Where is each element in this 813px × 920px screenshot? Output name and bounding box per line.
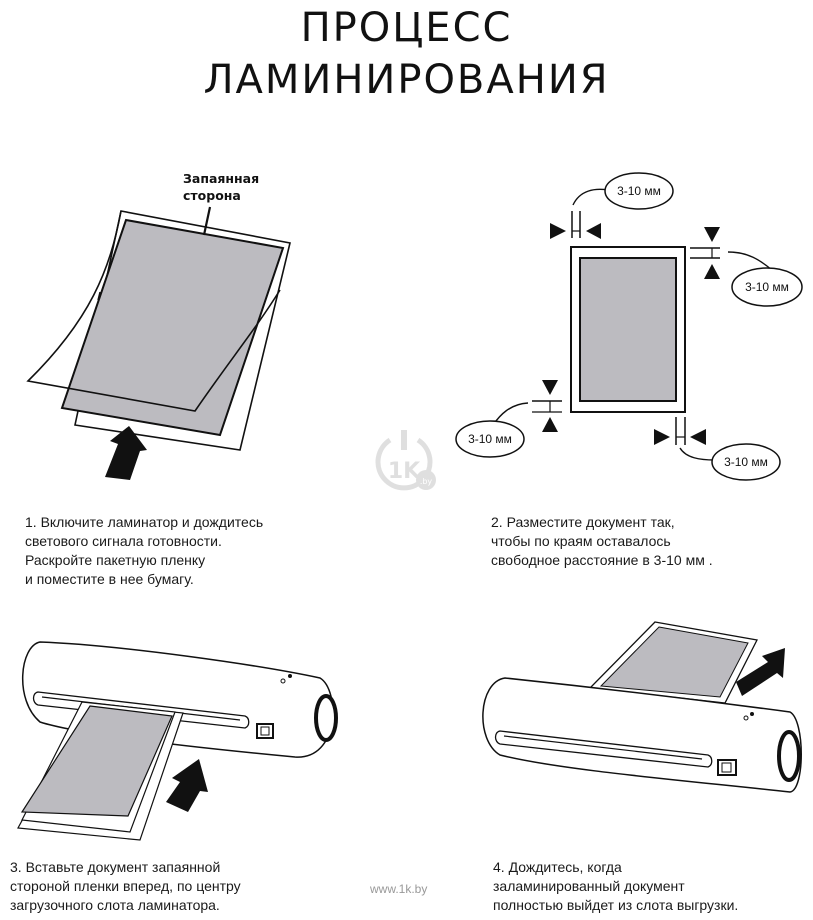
step4-caption: 4. Дождитесь, когда заламинированный док… bbox=[493, 859, 739, 913]
margin-label-right: 3-10 мм bbox=[745, 280, 789, 294]
watermark-logo-icon: 1K .by bbox=[375, 430, 436, 491]
step2-caption: 2. Разместите документ так, чтобы по кра… bbox=[491, 514, 713, 568]
arrow-up-icon bbox=[736, 648, 785, 696]
arrow-up-icon bbox=[166, 759, 208, 812]
arrow-up-icon bbox=[105, 426, 147, 480]
svg-text:.by: .by bbox=[420, 477, 433, 486]
title-line-1: ПРОЦЕСС bbox=[300, 5, 513, 51]
watermark-text: www.1k.by bbox=[370, 882, 428, 896]
svg-text:1K: 1K bbox=[388, 459, 421, 484]
margin-label-top: 3-10 мм bbox=[617, 184, 661, 198]
title-line-2: ЛАМИНИРОВАНИЯ bbox=[203, 57, 610, 103]
step1-caption: 1. Включите ламинатор и дождитесь светов… bbox=[25, 514, 264, 587]
step3-caption: 3. Вставьте документ запаянной стороной … bbox=[10, 859, 241, 913]
margin-label-left: 3-10 мм bbox=[468, 432, 512, 446]
sealed-side-label: Запаянная сторона bbox=[183, 171, 260, 203]
page-title: ПРОЦЕСС ЛАМИНИРОВАНИЯ bbox=[0, 2, 813, 106]
margin-label-bottom: 3-10 мм bbox=[724, 455, 768, 469]
